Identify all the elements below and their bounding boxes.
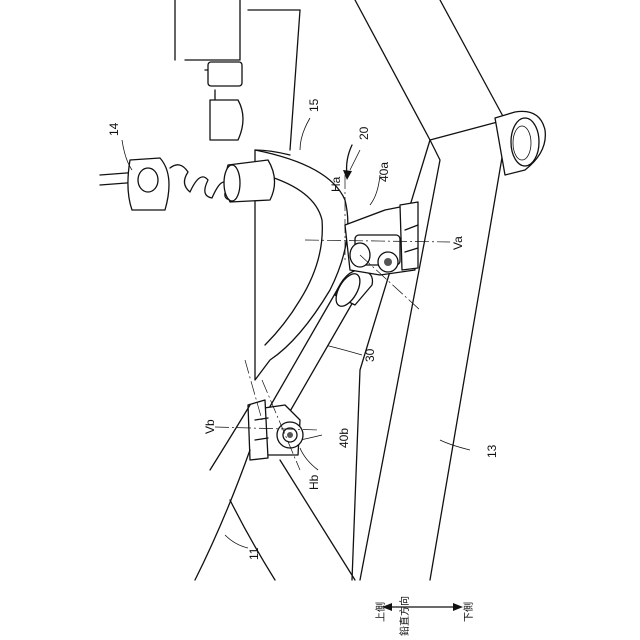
direction-caption-char-2: 直: [398, 616, 411, 626]
direction-caption-char-4: 向: [398, 596, 411, 606]
ref-label-14: 14: [107, 122, 121, 136]
direction-lower-label: 下側: [462, 602, 475, 622]
ref-label-30: 30: [363, 348, 377, 362]
ref-label-15: 15: [307, 98, 321, 112]
ref-label-40b: 40b: [337, 428, 351, 448]
joint-40a: [345, 202, 418, 275]
ref-label-Ha: Ha: [329, 176, 343, 192]
direction-caption-char-1: 鉛: [398, 626, 411, 636]
ref-label-11: 11: [247, 547, 261, 560]
ref-label-20: 20: [357, 126, 371, 140]
assembly-20-arrow: [343, 145, 352, 180]
direction-legend: 上側 下側 鉛 直 方 向: [374, 596, 475, 636]
ref-label-Hb: Hb: [307, 474, 321, 490]
upper-structure: [175, 0, 300, 150]
direction-caption-char-3: 方: [398, 606, 411, 616]
direction-upper-label: 上側: [374, 602, 387, 622]
ref-label-Va: Va: [451, 236, 465, 250]
ref-label-13: 13: [485, 444, 499, 458]
frame-member-13: [352, 0, 545, 580]
spring-assembly-14: [100, 158, 275, 210]
joint-40b: [248, 400, 303, 460]
ref-label-40a: 40a: [377, 162, 391, 182]
ref-label-Vb: Vb: [203, 419, 217, 434]
